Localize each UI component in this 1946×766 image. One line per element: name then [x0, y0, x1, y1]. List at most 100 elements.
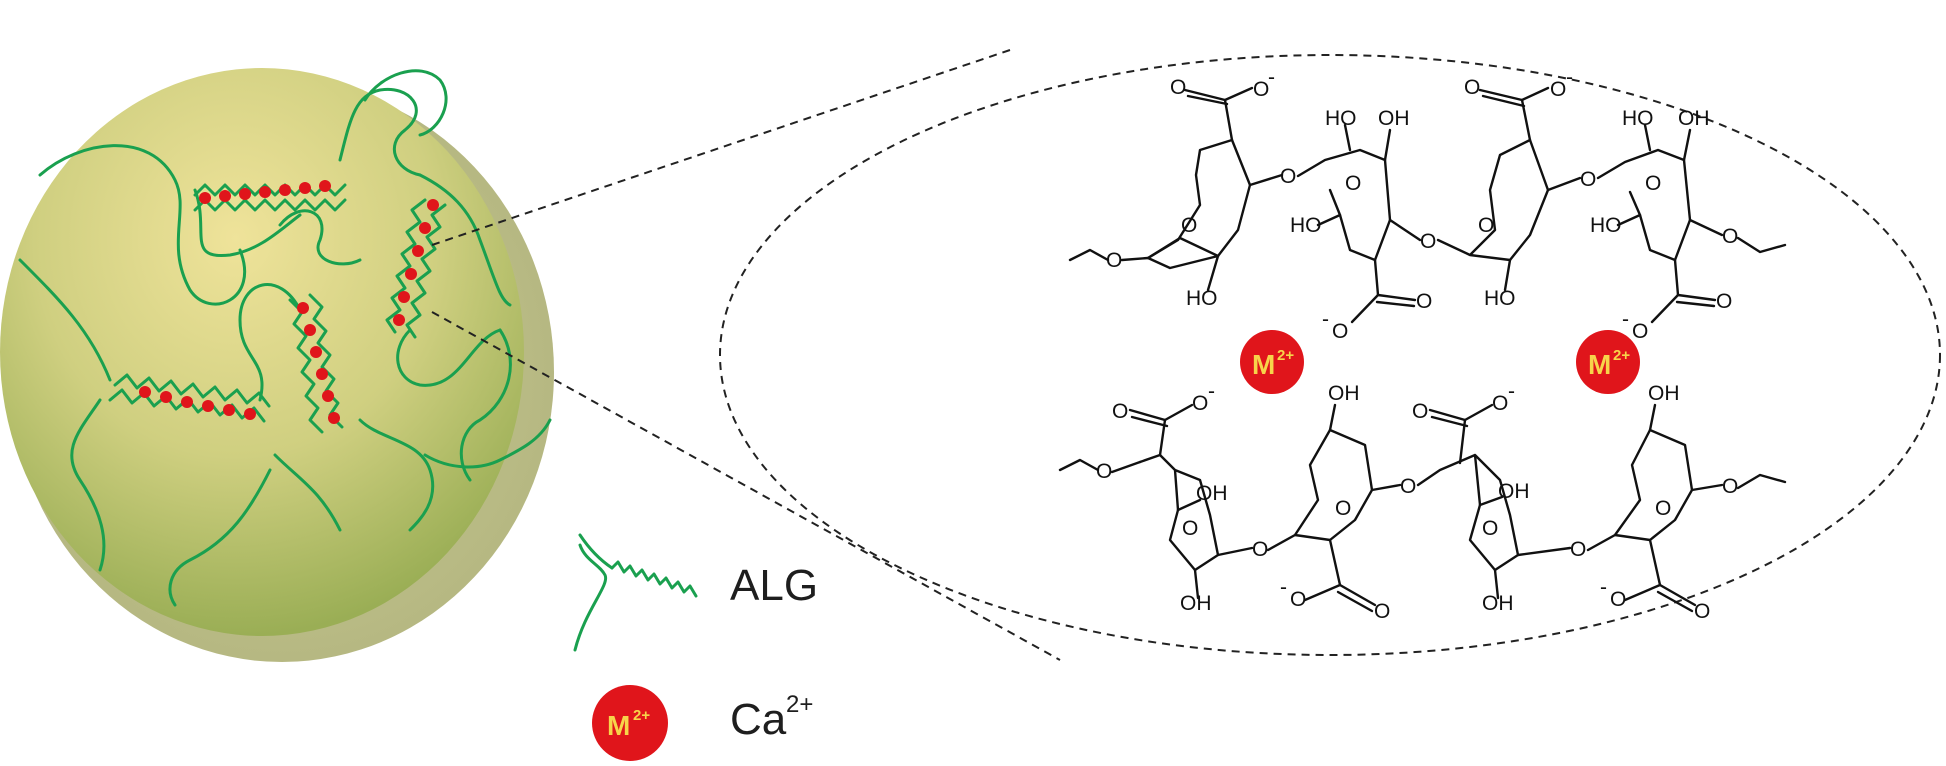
magnified-region-outline [719, 54, 1941, 656]
cation-dot [316, 368, 328, 380]
carboxylate-o: O [1632, 320, 1648, 343]
cation-dot [259, 186, 271, 198]
cation-circle [1576, 330, 1640, 394]
cation-dot [393, 314, 405, 326]
atom-o: O [1694, 600, 1710, 623]
carboxylate-o: O [1192, 392, 1208, 415]
egg-box-junctions [108, 180, 447, 434]
polymer-chain [273, 453, 342, 532]
cation-icon [592, 685, 668, 761]
cation-dot [310, 346, 322, 358]
carboxylate-o: O [1253, 78, 1269, 101]
hydroxyl: OH [1498, 480, 1530, 503]
atom-o: O [1464, 76, 1480, 99]
legend-label-calcium-charge: 2+ [786, 691, 813, 718]
charge: - [1566, 66, 1573, 89]
atom-o: O [1181, 214, 1197, 237]
polymer-chain [18, 258, 112, 382]
atom-o: O [1345, 172, 1361, 195]
cation-dot [139, 386, 151, 398]
cation-dot [398, 291, 410, 303]
atom-o: O [1182, 517, 1198, 540]
carboxylate-o: O [1550, 78, 1566, 101]
legend-label-alg: ALG [730, 561, 818, 610]
hydroxyl: HO [1325, 107, 1357, 130]
hydroxyl: OH [1678, 107, 1710, 130]
callout-line-bottom [431, 311, 1061, 661]
cation-dot [160, 391, 172, 403]
legend-label-calcium: Ca [730, 695, 787, 744]
cation-dot [223, 404, 235, 416]
polymer-chain [423, 418, 552, 469]
cation-dot [419, 222, 431, 234]
atom-o: O [1716, 290, 1732, 313]
divalent-cation: M 2+ [1240, 330, 1304, 394]
atom-o: O [1478, 214, 1494, 237]
atom-o: O [1252, 538, 1268, 561]
polymer-chain [358, 418, 435, 532]
charge: - [1600, 576, 1607, 599]
polymer-chain [418, 173, 512, 307]
cation-dot [181, 396, 193, 408]
charge: - [1280, 576, 1287, 599]
polymer-chain [238, 283, 302, 402]
junction-zone [288, 293, 344, 434]
cation-dot [319, 180, 331, 192]
cation-icon-symbol: M [607, 710, 630, 741]
carboxylate-o: O [1610, 588, 1626, 611]
atom-o: O [1412, 400, 1428, 423]
hydroxyl: OH [1328, 382, 1360, 405]
atom-o: O [1482, 517, 1498, 540]
charge: - [1322, 308, 1329, 331]
hydroxyl: OH [1196, 482, 1228, 505]
polymer-chain [363, 69, 448, 137]
atom-o: O [1280, 165, 1296, 188]
cation-dot [322, 390, 334, 402]
atom-o: O [1335, 497, 1351, 520]
atom-o: O [1416, 290, 1432, 313]
hydroxyl: HO [1186, 287, 1218, 310]
legend-item-alg: ALG [573, 533, 818, 652]
junction-zone [108, 373, 271, 423]
alg-chain-icon [573, 543, 608, 652]
polymer-chain [396, 328, 502, 387]
atom-o: O [1170, 76, 1186, 99]
cation-charge: 2+ [1277, 347, 1294, 364]
atom-o: O [1400, 475, 1416, 498]
legend-item-calcium: M 2+ Ca 2+ [592, 685, 813, 761]
chemical-structure: O O O O - HO O HO OH O HO [1058, 66, 1787, 623]
atom-o: O [1374, 600, 1390, 623]
atom-o: O [1722, 225, 1738, 248]
atom-o: O [1112, 400, 1128, 423]
cation-dot [405, 268, 417, 280]
zoom-callout [431, 49, 1941, 661]
divalent-cation: M 2+ [1576, 330, 1640, 394]
polymer-chain [278, 209, 362, 266]
atom-o: O [1096, 460, 1112, 483]
cation-dot [244, 408, 256, 420]
carboxylate-o: O [1492, 392, 1508, 415]
cation-dot [297, 302, 309, 314]
hydroxyl: OH [1180, 592, 1212, 615]
charge: - [1268, 66, 1275, 89]
cation-dot [219, 190, 231, 202]
atom-o: O [1655, 497, 1671, 520]
junction-zone [193, 180, 347, 212]
cation-symbol: M [1252, 349, 1275, 380]
polymer-chain [193, 188, 302, 258]
cation-dot [202, 400, 214, 412]
top-alginate-chain: O O O O - HO O HO OH O HO [1068, 66, 1787, 343]
atom-o: O [1420, 230, 1436, 253]
hydroxyl: OH [1482, 592, 1514, 615]
hydroxyl: HO [1622, 107, 1654, 130]
alg-chain-icon [578, 533, 614, 570]
atom-o: O [1722, 475, 1738, 498]
cation-dot [427, 199, 439, 211]
atom-o: O [1645, 172, 1661, 195]
callout-line-top [431, 49, 1011, 246]
cation-symbol: M [1588, 349, 1611, 380]
hydrogel-bead [0, 68, 554, 662]
cation-dot [328, 412, 340, 424]
polymer-chain [338, 87, 422, 177]
